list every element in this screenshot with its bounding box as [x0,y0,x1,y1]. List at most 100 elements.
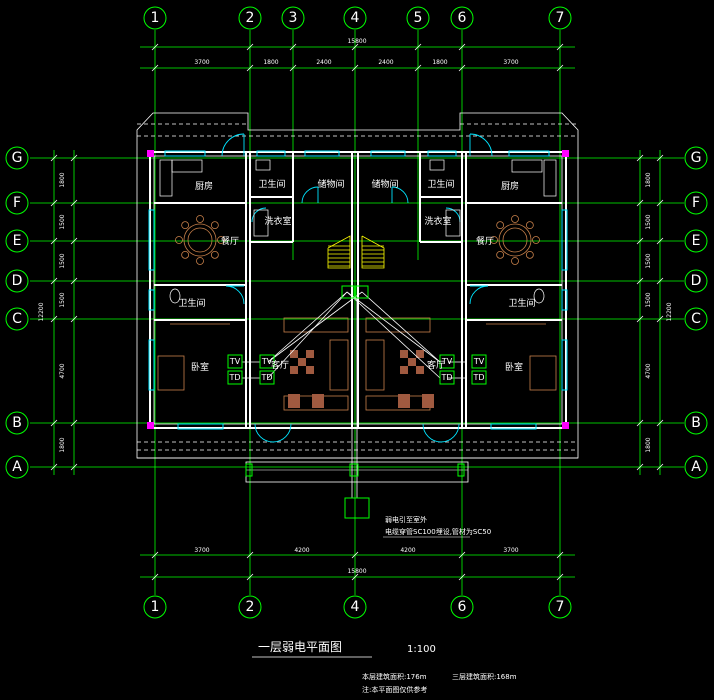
dim-top-total: 15800 [347,38,366,45]
dim-left-segment-2: 1500 [59,214,66,229]
dim-tick [151,551,159,559]
rug-tile [290,366,298,374]
dim-tick [636,419,644,427]
dim-tick [656,277,664,285]
td-outlet-label-1: TD [228,373,240,382]
axis-label-left-e: E [13,233,22,249]
room-label-storage-left: 储物间 [317,178,344,190]
dim-tick [656,237,664,245]
dim-bottom-segment-4: 3700 [503,547,518,554]
rug-tile [408,358,416,366]
dim-left-segment-6: 1800 [59,437,66,452]
side-table [312,394,324,408]
dim-tick [246,64,254,72]
tv-outlet-label-4: TV [473,357,485,366]
dim-tick [289,64,297,72]
dim-right-segment-2: 1500 [645,214,652,229]
dining-chair [196,257,204,265]
axis-label-top-2: 2 [246,10,255,26]
dim-tick [70,315,78,323]
dim-tick [556,64,564,72]
axis-label-top-3: 3 [289,10,298,26]
dim-tick [656,154,664,162]
dining-chair [532,236,540,244]
dim-tick [246,573,254,581]
axis-label-top-4: 4 [351,10,360,26]
tv-data-outlets: TV TD TV TD TV TD TV TD [227,354,487,385]
side-table [398,394,410,408]
axis-label-right-e: E [692,233,701,249]
dim-tick [556,573,564,581]
tv-outlet-label-1: TV [229,357,241,366]
structural-columns [147,150,569,429]
axis-label-bottom-4: 6 [458,599,467,615]
rug-tile [306,350,314,358]
dim-tick [556,43,564,51]
dining-chair [490,236,498,244]
dim-tick [656,419,664,427]
td-outlet-label-4: TD [472,373,484,382]
rug-tile [416,366,424,374]
dimension-ticks [50,43,664,581]
room-label-toilet-lower-left: 卫生间 [178,297,205,309]
dining-chair [196,215,204,223]
area-note-left: 本层建筑面积:176m [362,672,427,681]
dim-top-segment-6: 3700 [503,59,518,66]
interior-walls [149,151,567,429]
dim-right-segment-4: 1500 [645,292,652,307]
axis-label-left-b: B [12,415,22,431]
axis-label-right-b: B [691,415,701,431]
dining-chair [210,221,219,230]
dim-tick [458,573,466,581]
dim-tick [414,43,422,51]
dim-tick [50,463,58,471]
drawing-title: 一层弱电平面图 [258,640,342,654]
dim-right-segment-6: 1800 [645,437,652,452]
room-label-laundry-left: 洗衣室 [264,215,291,227]
area-note-right: 三层建筑面积:168m [452,672,517,681]
drawing-scale: 1:100 [407,644,436,655]
axis-label-bottom-3: 4 [351,599,360,615]
dim-tick [656,315,664,323]
rug-tile [416,350,424,358]
dining-chair [181,221,190,230]
room-label-kitchen-right: 厨房 [501,180,519,192]
dim-bottom-total: 15800 [347,568,366,575]
dim-left-segment-5: 4700 [59,363,66,378]
service-note-line-1: 弱电引至室外 [385,515,427,524]
td-outlet-label-2: TD [260,373,272,382]
dining-chair [496,221,505,230]
dining-chair [525,221,534,230]
axis-label-left-d: D [12,273,23,289]
living-room-rugs [288,350,434,408]
td-outlet-label-3: TD [440,373,452,382]
staircase [327,235,385,269]
footnote: 注:本平面图仅供参考 [362,685,427,694]
dining-chairs [175,215,540,265]
axis-label-top-5: 5 [414,10,423,26]
dim-left-segment-1: 1800 [59,172,66,187]
dimension-lines [53,46,661,578]
dining-chair [511,215,519,223]
weak-current-wiring [242,291,466,498]
dim-tick [50,277,58,285]
dim-tick [351,64,359,72]
dim-tick [50,199,58,207]
dining-chair [210,250,219,259]
side-table [288,394,300,408]
dim-top-segment-2: 1800 [263,59,278,66]
axis-label-bottom-1: 1 [151,599,160,615]
dimension-labels-top: 15800 3700 1800 2400 2400 1800 3700 [194,38,518,66]
dim-tick [50,419,58,427]
dim-tick [50,315,58,323]
dim-tick [70,463,78,471]
tv-outlet-label-3: TV [441,357,453,366]
axis-label-left-g: G [12,150,23,166]
axis-label-right-c: C [691,311,701,327]
dining-chair [525,250,534,259]
dim-left-segment-3: 1500 [59,253,66,268]
dim-tick [151,43,159,51]
dim-right-segment-3: 1500 [645,253,652,268]
tv-outlet-label-2: TV [261,357,273,366]
room-label-kitchen-left: 厨房 [195,180,213,192]
